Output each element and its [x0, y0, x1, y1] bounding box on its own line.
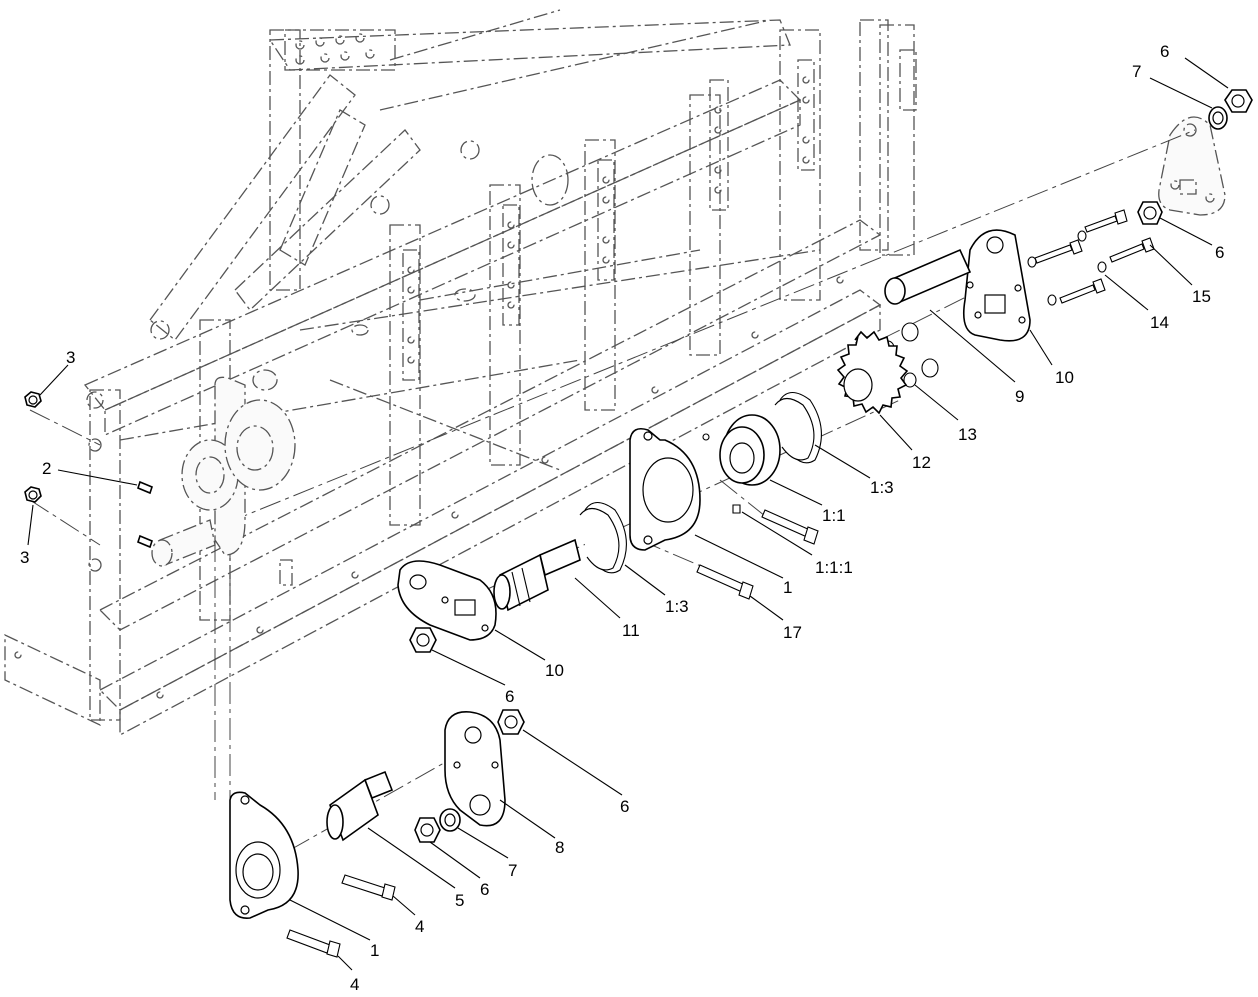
callout-13: 13 [958, 425, 977, 444]
callout-6: 6 [1160, 42, 1169, 61]
snap-ring-1-3-lower [579, 501, 627, 574]
phantom-frame [4, 9, 1226, 737]
shaft-5 [326, 770, 394, 842]
pin-2 [137, 480, 153, 549]
callout-1: 1 [783, 578, 792, 597]
callout-7: 7 [508, 861, 517, 880]
callout-6: 6 [620, 797, 629, 816]
callout-1-3: 1:3 [665, 597, 689, 616]
callout-1: 1 [370, 941, 379, 960]
callout-7: 7 [1132, 62, 1141, 81]
nut-6-right [1137, 201, 1163, 225]
callout-labels: 3 2 3 6 7 6 15 14 10 9 13 12 1:3 1:1 1:1… [20, 42, 1224, 994]
callout-6: 6 [480, 880, 489, 899]
callout-1-1-1: 1:1:1 [815, 558, 853, 577]
callout-8: 8 [555, 838, 564, 857]
set-screw-1-1-1 [732, 504, 741, 514]
callout-12: 12 [912, 453, 931, 472]
plate-10-upper [962, 229, 1031, 342]
callout-1-3: 1:3 [870, 478, 894, 497]
nut-6-lower-plate [409, 627, 437, 653]
left-bearing-assembly [151, 369, 296, 586]
callout-4: 4 [350, 975, 359, 994]
callout-1-1: 1:1 [822, 506, 846, 525]
bolts-15 [1034, 209, 1155, 304]
nut-6-bottom [414, 817, 441, 843]
callout-4: 4 [415, 917, 424, 936]
callout-10: 10 [1055, 368, 1074, 387]
callout-2: 2 [42, 459, 51, 478]
bearing-housing-1-lower [229, 791, 299, 919]
bolt-17 [696, 564, 754, 600]
nut-3-upper [24, 391, 42, 408]
bearing-1-1 [702, 414, 781, 486]
callout-11: 11 [622, 621, 640, 640]
leader-lines [27, 57, 1229, 971]
bolt-4-upper [341, 874, 396, 901]
washer-7-bottom [439, 808, 461, 832]
callout-9: 9 [1015, 387, 1024, 406]
bolt-long-upper [761, 509, 819, 545]
washers-14 [1027, 230, 1107, 306]
bearing-housing-1-upper [629, 427, 701, 551]
callout-6: 6 [1215, 243, 1224, 262]
callout-5: 5 [455, 891, 464, 910]
washer-7-top [1208, 106, 1228, 130]
bolt-4-lower [286, 929, 341, 958]
callout-14: 14 [1150, 313, 1169, 332]
callout-15: 15 [1192, 287, 1211, 306]
nut-3-lower [24, 486, 42, 503]
plate-8 [444, 711, 506, 827]
nut-6-plate-8 [497, 709, 525, 735]
plate-10-lower [397, 560, 497, 641]
sprocket-12 [836, 330, 909, 415]
shaft-11 [493, 538, 581, 612]
tube-9 [884, 248, 972, 305]
snap-ring-1-3-upper [774, 391, 822, 464]
callout-3: 3 [66, 348, 75, 367]
callout-6: 6 [505, 687, 514, 706]
nut-6-top [1224, 89, 1253, 113]
callout-17: 17 [783, 623, 802, 642]
callout-10: 10 [545, 661, 564, 680]
callout-3: 3 [20, 548, 29, 567]
